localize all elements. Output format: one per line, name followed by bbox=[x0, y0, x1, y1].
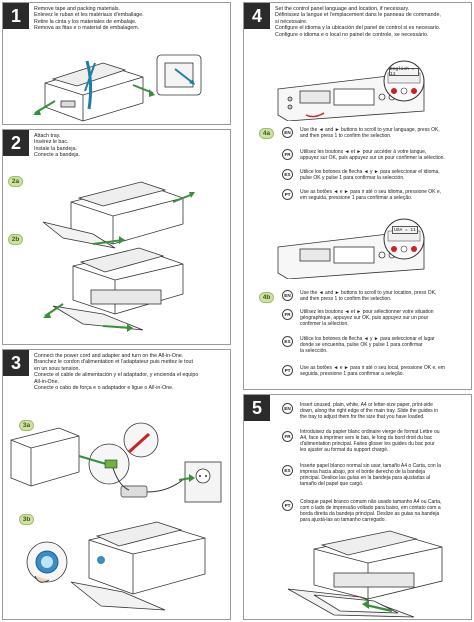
step-4-line-en: Set the control panel language and locat… bbox=[275, 6, 410, 12]
step-3b-badge: 3b bbox=[19, 514, 34, 525]
step-4a-fr-line-1: Utilisez les boutons ◄ et ► pour accéder… bbox=[300, 149, 427, 155]
step-3-line-es-2: All-in-One. bbox=[34, 378, 60, 385]
step-3-line-es-1: Conecte el cable de alimentación y el ad… bbox=[34, 372, 199, 379]
step-4-instructions: Set the control panel language and locat… bbox=[275, 6, 471, 38]
step-2-line-en: Attach tray. bbox=[34, 133, 61, 139]
step-2-number: 2 bbox=[3, 130, 29, 156]
extend-tray-illustration bbox=[43, 247, 184, 332]
power-cord-illustration bbox=[10, 422, 222, 503]
step-3-instructions: Connect the power cord and adapter and t… bbox=[34, 353, 230, 391]
step-5-es-line-3: principal. Deslice las guías en la bande… bbox=[300, 475, 431, 481]
step-2-line-pt: Conecte a bandeja. bbox=[34, 152, 80, 159]
step-4-line-es: Configure el idioma y la ubicación del p… bbox=[275, 25, 441, 32]
lang-badge-pt: PT bbox=[282, 500, 293, 511]
step-4a-pt-line-2: em seguida, pressione 1 para confirmar a… bbox=[300, 195, 413, 201]
step-4b-en-line-2: and then press 1 to confirm the selectio… bbox=[300, 296, 392, 302]
step-4-panel: 4 Set the control panel language and loc… bbox=[243, 2, 472, 390]
step-3-line-fr-1: Branchez le cordon d'alimentation et l'a… bbox=[34, 359, 193, 366]
power-on-illustration bbox=[26, 521, 206, 611]
step-4-line-fr-1: Définissez la langue et l'emplacement da… bbox=[275, 12, 441, 19]
step-5-es-line-1: Inserte papel blanco normal sin usar, ta… bbox=[300, 463, 441, 469]
attach-tray-illustration bbox=[42, 181, 195, 249]
step-5-es-line-2: impresa hacia abajo, por el borde derech… bbox=[300, 469, 426, 475]
step-5-en-line-1: Insert unused, plain, white, A4 or lette… bbox=[300, 402, 433, 408]
step-5-panel: 5 EN Insert unused, plain, white, A4 or … bbox=[243, 394, 472, 620]
step-4b-fr-line-1: Utilisez les boutons ◄ et ► pour sélecti… bbox=[300, 309, 434, 315]
step-1-line-fr: Enlevez le ruban et les matériaux d'emba… bbox=[34, 12, 144, 19]
lang-badge-es: ES bbox=[282, 465, 293, 476]
lang-badge-en: EN bbox=[282, 403, 293, 414]
step-2a-badge: 2a bbox=[8, 176, 23, 187]
step-4-line-fr-2: si nécessaire. bbox=[275, 18, 308, 25]
step-4a-en-line-1: Use the ◄ and ► buttons to scroll to you… bbox=[300, 127, 440, 133]
printer-unpacking-illustration bbox=[33, 54, 202, 122]
step-3-panel: 3 Connect the power cord and adapter and… bbox=[2, 349, 231, 620]
step-3-number: 3 bbox=[3, 350, 29, 376]
step-2b-badge: 2b bbox=[8, 234, 23, 245]
step-1-panel: 1 Remove tape and packing materials. Enl… bbox=[2, 2, 231, 125]
step-4b-en-line-1: Use the ◄ and ► buttons to scroll to you… bbox=[300, 290, 437, 296]
lang-badge-pt: PT bbox=[282, 189, 293, 200]
step-4b-fr-line-3: confirmer la sélection. bbox=[300, 321, 349, 327]
step-1-line-es: Retire la cinta y los materiales de emba… bbox=[34, 18, 137, 25]
step-4b-pt-line-1: Use as botões ◄ e ► para ir até o seu lo… bbox=[300, 365, 445, 371]
step-4a-es-line-1: Utilice los botones de flecha ◄ y ► para… bbox=[300, 169, 440, 175]
lang-badge-en: EN bbox=[282, 290, 293, 301]
step-1-instructions: Remove tape and packing materials. Enlev… bbox=[34, 6, 229, 32]
step-3-line-en: Connect the power cord and adapter and t… bbox=[34, 353, 184, 359]
step-4a-fr-line-2: appuyez sur OK, puis appuyez sur un pour… bbox=[300, 155, 445, 161]
lang-badge-fr: FR bbox=[282, 431, 293, 442]
step-1-number: 1 bbox=[3, 3, 29, 29]
control-panel-location-illustration bbox=[277, 218, 425, 279]
step-4b-pt-line-2: seguida, pressione 1 para confirmar a se… bbox=[300, 371, 404, 377]
step-4-line-pt: Configure o idioma e o local no painel d… bbox=[275, 31, 429, 38]
step-5-pt-line-2: com o lado de impressão voltado para bai… bbox=[300, 505, 441, 511]
control-panel-language-illustration bbox=[277, 60, 425, 121]
step-4b-fr-line-2: géographique, appuyez sur OK, puis appuy… bbox=[300, 315, 429, 321]
lang-badge-fr: FR bbox=[282, 309, 293, 320]
step-2-panel: 2 Attach tray. Insérez le bac. Instale l… bbox=[2, 129, 231, 345]
step-4a-badge: 4a bbox=[259, 128, 274, 139]
lang-badge-es: ES bbox=[282, 169, 293, 180]
step-3-line-fr-2: en un sous tension. bbox=[34, 365, 80, 372]
step-2-line-fr: Insérez le bac. bbox=[34, 139, 69, 146]
step-5-fr-line-3: d'alimentation principal. Faites glisser… bbox=[300, 441, 435, 447]
step-4b-es-line-1: Utilice los botones de flecha ◄ y ► para… bbox=[300, 336, 435, 342]
step-4a-en-line-2: and then press 1 to confirm the selectio… bbox=[300, 133, 392, 139]
step-5-en-line-2: down, along the right edge of the main t… bbox=[300, 408, 439, 414]
step-1-line-en: Remove tape and packing materials. bbox=[34, 6, 120, 12]
lang-badge-es: ES bbox=[282, 336, 293, 347]
step-5-fr-line-4: les ajuster au format du support chargé. bbox=[300, 447, 389, 453]
step-3a-badge: 3a bbox=[19, 420, 34, 431]
step-4b-es-line-3: la selección. bbox=[300, 348, 328, 354]
step-4b-es-line-2: donde se encuentra, pulse OK y pulse 1 p… bbox=[300, 342, 423, 348]
step-5-es-line-4: tamaño del papel que cargó. bbox=[300, 481, 364, 487]
step-1-line-pt: Remova as fitas e o material de embalage… bbox=[34, 25, 140, 32]
step-5-fr-line-2: A4, face à imprimer vers le bas, le long… bbox=[300, 435, 433, 441]
step-4-number: 4 bbox=[244, 3, 270, 29]
step-4a-pt-line-1: Use as botões ◄ e ► para ir até o seu id… bbox=[300, 189, 442, 195]
step-2-line-es: Instale la bandeja. bbox=[34, 145, 77, 152]
step-3-line-pt: Conecte o cabo de força e o adaptador e … bbox=[34, 385, 174, 392]
step-2-instructions: Attach tray. Insérez le bac. Instale la … bbox=[34, 133, 229, 159]
step-5-en-line-3: the tray to adjust them for the size tha… bbox=[300, 414, 425, 420]
lang-badge-pt: PT bbox=[282, 365, 293, 376]
step-5-pt-line-1: Coloque papel branco comum não usado tam… bbox=[300, 499, 442, 505]
step-5-fr-line-1: Introduisez du papier blanc ordinaire vi… bbox=[300, 429, 440, 435]
step-5-number: 5 bbox=[244, 395, 270, 421]
lang-badge-fr: FR bbox=[282, 149, 293, 160]
location-lcd-readout: USA = 11 bbox=[392, 226, 418, 234]
load-paper-illustration bbox=[287, 530, 443, 618]
step-4b-badge: 4b bbox=[259, 292, 274, 303]
lang-badge-en: EN bbox=[282, 127, 293, 138]
step-4a-es-line-2: pulse OK y pulse 1 para confirmar la sel… bbox=[300, 175, 405, 181]
step-5-pt-line-4: para ajustá-las ao tamanho carregado. bbox=[300, 517, 386, 523]
step-5-pt-line-3: borda direita da bandeja principal. Desl… bbox=[300, 511, 440, 517]
language-lcd-readout: English = 11 bbox=[389, 67, 419, 77]
